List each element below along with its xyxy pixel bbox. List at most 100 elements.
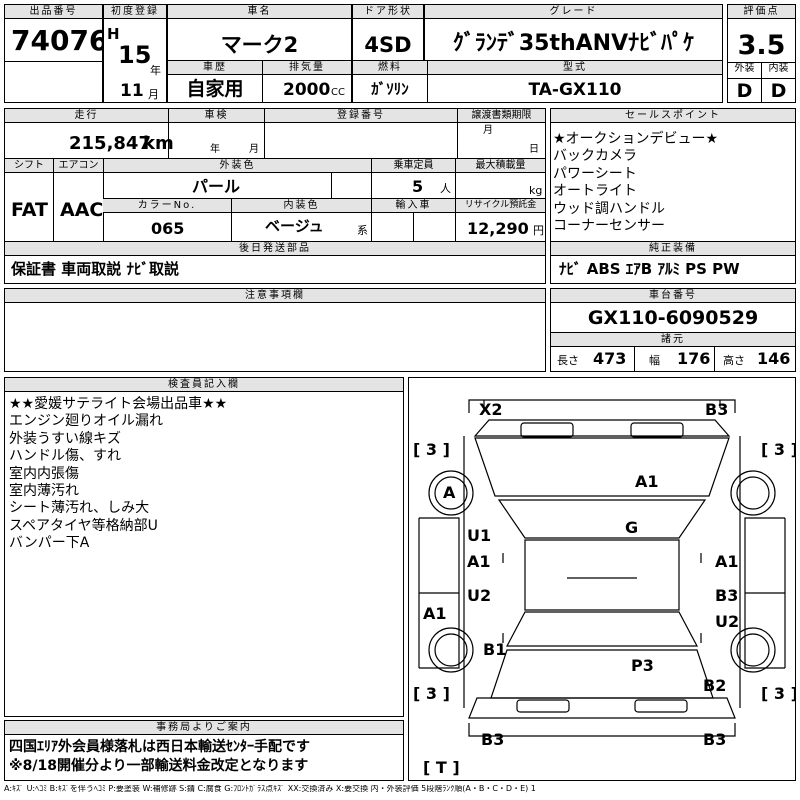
reg-year: 15 [118,41,152,69]
inspector-note-item: スペアタイヤ等格納部U [9,517,158,534]
mark-r-rear-door-1: B3 [715,586,739,605]
sales-point-item: パワーシート [553,165,637,182]
disp-box: 排気量 2000 CC [262,60,352,103]
chassis-box: 車台番号 GX110-6090529 諸元 長さ 473 幅 176 高さ 14… [550,288,796,372]
model-label: 型式 [428,61,722,75]
sales-points: ★オークションデビュー★バックカメラパワーシートオートライトウッド調ハンドルコー… [553,131,718,235]
inspector-note-item: ★★愛媛サテライト会場出品車★★ [9,396,228,412]
mark-trunk: P3 [631,656,654,675]
door-type: 4SD [364,33,412,57]
capacity: 5 [412,177,424,196]
shift: FAT [11,199,48,221]
score: 3.5 [737,30,786,61]
spec-label: 諸元 [551,332,795,347]
mark-rr-corner: B3 [703,730,727,749]
history-label: 車歴 [168,61,262,75]
ext-label: 外装 [734,63,755,74]
int-grade: D [770,80,787,102]
sales-point-item: ウッド調ハンドル [553,200,665,217]
inspector-note-item: エンジン廻りオイル漏れ [9,413,163,430]
width-label: 幅 [649,354,660,367]
mark-rl-corner: B3 [481,730,505,749]
history-box: 車歴 自家用 [167,60,263,103]
mark-r-rear-door-2: U2 [715,612,740,631]
mark-fl-corner: X2 [479,400,503,419]
int-color-label: 内装色 [231,199,371,213]
first-reg-box: 初度登録 H 15 年 11 月 [103,4,167,103]
door-label: ドア形状 [353,5,423,19]
office-label: 事務局よりご案内 [5,721,403,735]
inspector-note-item: 室内薄汚れ [9,483,79,500]
car-diagram: X2 B3 [ 3 ] [ 3 ] A1 A G U1 A1 A1 U2 B3 … [408,377,796,781]
mark-l-front-door-2: A1 [467,552,491,571]
score-box: 評価点 3.5 外装 内装 D D [727,4,796,103]
mileage-unit: km [143,133,174,154]
reg-month: 11 [120,81,144,101]
insp-year-unit: 年 [210,144,220,155]
load-label: 最大積載量 [455,159,545,173]
mileage-label: 走行 [5,109,168,123]
car-outline [418,399,786,737]
capacity-label: 乗車定員 [371,159,455,173]
chassis-label: 車台番号 [551,289,795,303]
ext-grade: D [736,80,753,102]
sales-box: セールスポイント ★オークションデビュー★バックカメラパワーシートオートライトウ… [550,108,796,284]
exterior-color: パール [192,177,241,196]
chassis-number: GX110-6090529 [587,307,759,329]
mark-l-front-door-1: U1 [467,526,492,545]
after-parts-label: 後日発送部品 [5,242,545,256]
legend: A:ｷｽﾞ U:ﾍｺﾐ B:ｷｽﾞを伴うﾍｺﾐ P:要塗装 W:補修跡 S:錆 … [4,785,536,793]
inspector-note-item: 外装うすい線キズ [9,430,121,447]
lot-box: 出品番号 74076 [4,4,103,103]
history: 自家用 [186,78,244,100]
int-color-unit: 系 [357,224,368,237]
reg-no-label: 登録番号 [264,109,457,123]
grade: ｸﾞﾗﾝﾃﾞ35thANVﾅﾋﾞﾊﾟｹ [452,31,695,56]
tire-bracket-fr: [ 3 ] [761,440,796,459]
int-label: 内装 [768,63,789,74]
lot-label: 出品番号 [5,5,102,19]
recycle-unit: 円 [533,224,544,237]
office-box: 事務局よりご案内 四国ｴﾘｱ外会員様落札は西日本輸送ｾﾝﾀｰ手配です ※8/18… [4,720,404,781]
sales-point-item: ★オークションデビュー★ [553,131,719,147]
insp-month-unit: 月 [249,144,259,155]
fuel-label: 燃料 [353,61,427,75]
lot-number: 74076 [11,24,103,57]
color-no: 065 [151,219,185,238]
car-name-box: 車名 マーク2 [167,4,352,61]
import-label: 輸入車 [371,199,455,213]
fuel-box: 燃料 ｶﾞｿﾘﾝ [352,60,428,103]
fuel: ｶﾞｿﾘﾝ [371,80,409,98]
inspector-notes: ★★愛媛サテライト会場出品車★★エンジン廻りオイル漏れ外装うすい線キズハンドル傷… [9,396,227,553]
doc-day-unit: 日 [529,144,539,155]
after-parts: 保証書 車両取説 ﾅﾋﾞ取説 [11,260,179,278]
recycle-label: リサイクル預託金 [455,199,545,213]
inspector-note-item: シート薄汚れ、しみ大 [9,500,150,517]
height-label: 高さ [723,354,745,367]
notes-label: 注意事項欄 [5,289,545,303]
capacity-unit: 人 [440,182,451,195]
mark-roof: G [625,518,639,537]
inspector-label: 検査員記入欄 [5,378,403,392]
doc-deadline-label: 譲渡書類期限 [457,109,545,123]
ac: AAC [60,199,104,221]
mileage: 215,847 [69,133,151,154]
inspector-note-item: 室内内張傷 [9,465,79,482]
inspector-box: 検査員記入欄 ★★愛媛サテライト会場出品車★★エンジン廻りオイル漏れ外装うすい線… [4,377,404,717]
inspector-note-item: バンパー下A [9,535,90,552]
model: TA-GX110 [528,80,622,100]
displacement: 2000 [283,80,331,100]
car-name: マーク2 [220,33,299,57]
color-no-label: カラーNo. [103,199,231,213]
inspection-label: 車検 [168,109,264,123]
height: 146 [757,349,791,368]
grade-label: グレード [425,5,722,19]
doc-month-unit: 月 [483,125,493,136]
score-label: 評価点 [728,5,795,19]
equip-label: 純正装備 [551,242,795,256]
width: 176 [677,349,711,368]
sales-point-item: コーナーセンサー [553,218,665,235]
sales-point-item: オートライト [553,183,637,200]
tire-bracket-fl: [ 3 ] [413,440,450,459]
spec-table: 走行 車検 登録番号 譲渡書類期限 215,847 km 年 月 月 日 シフト… [4,108,546,284]
